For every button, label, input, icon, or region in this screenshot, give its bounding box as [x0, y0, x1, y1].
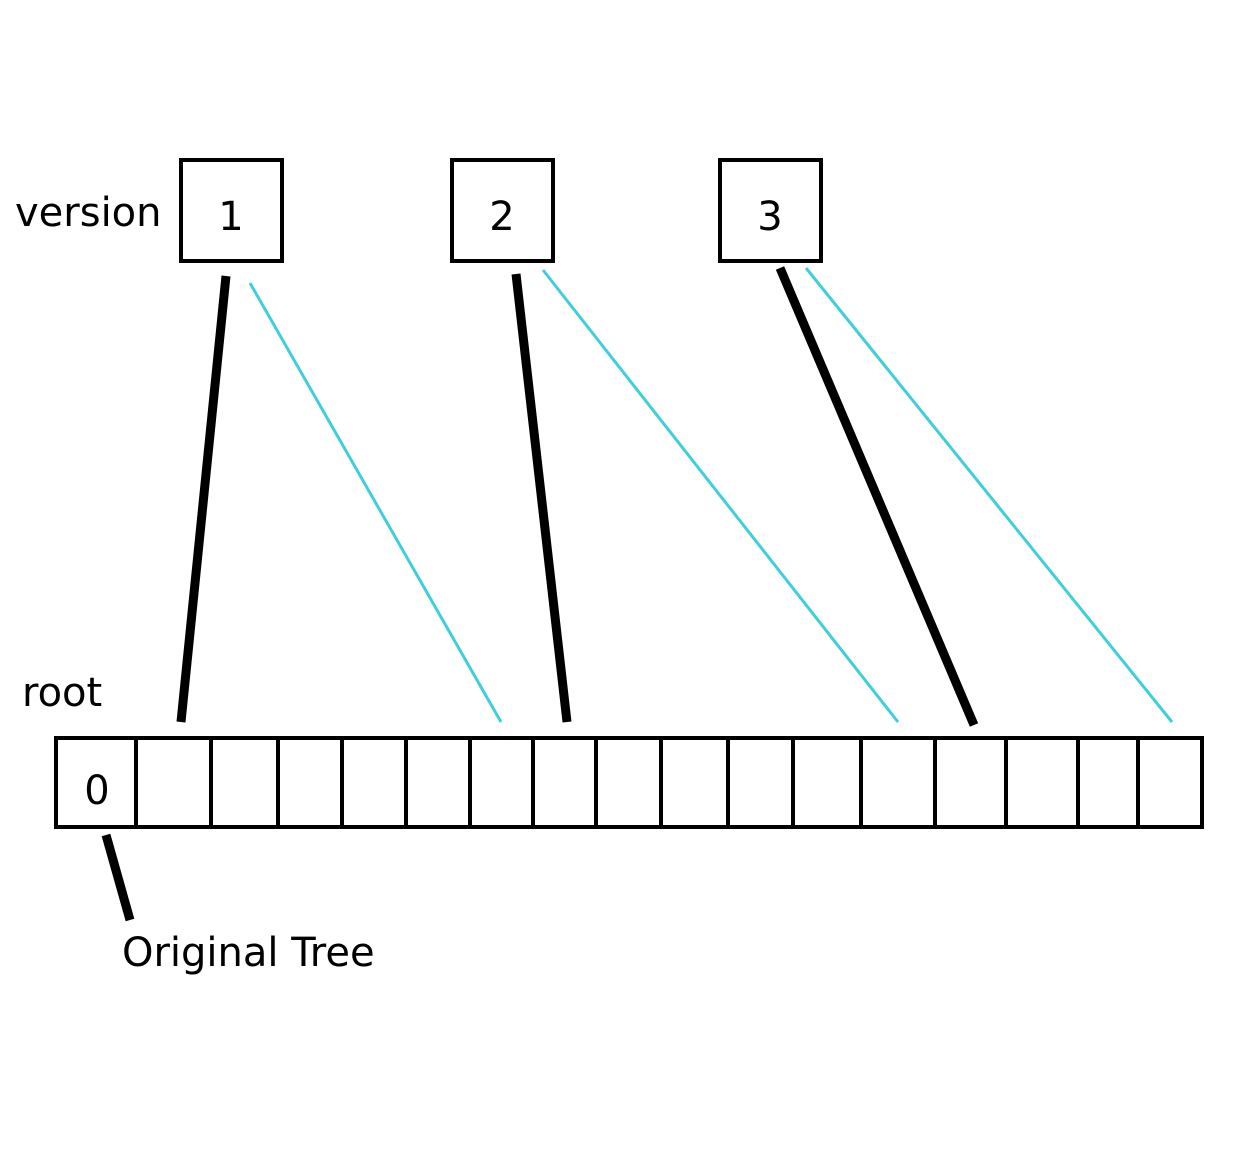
original-tree-link [101, 833, 135, 922]
version-2-secondary-link [541, 269, 900, 723]
version-1-secondary-link [248, 282, 503, 723]
version-2-primary-link [511, 273, 572, 723]
version-box-3-label: 3 [757, 194, 782, 240]
version-1-primary-link [176, 275, 231, 723]
version-box-1-label: 1 [218, 194, 243, 240]
version-3-secondary-link [804, 267, 1174, 723]
version-box-2: 2 [450, 158, 555, 263]
version-box-1: 1 [179, 158, 284, 263]
version-box-3: 3 [718, 158, 823, 263]
version-box-2-label: 2 [489, 194, 514, 240]
original-tree-label: Original Tree [122, 930, 375, 976]
root-array: 0 [54, 736, 1204, 829]
root-cell-0-label: 0 [84, 768, 109, 814]
root-label: root [22, 670, 102, 716]
version-label: version [15, 190, 162, 236]
version-3-primary-link [775, 266, 979, 727]
